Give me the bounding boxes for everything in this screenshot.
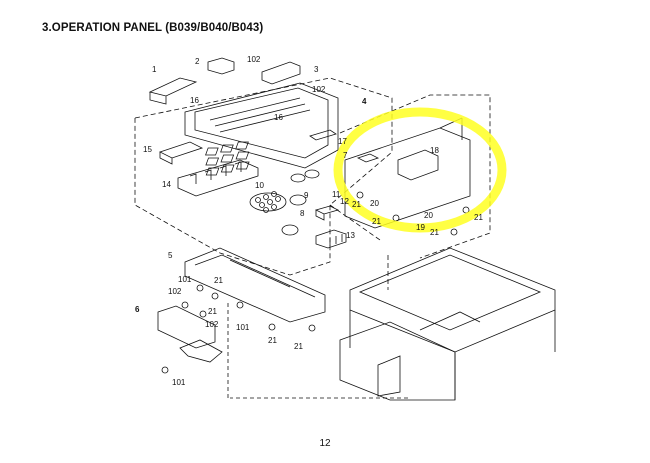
callout-21: 21 [352,200,361,209]
callout-101: 101 [172,378,186,387]
part-10-key-rubber [249,191,287,213]
part-14-keyboard-board [177,159,259,197]
callout-3: 3 [314,65,319,74]
callout-10: 10 [255,181,264,190]
part-17-bracket [309,129,337,141]
callout-21: 21 [372,217,381,226]
part-2-bracket [207,57,235,75]
callout-21: 21 [214,276,223,285]
callout-2: 2 [195,57,200,66]
callout-14: 14 [162,180,171,189]
callout-21: 21 [268,336,277,345]
part-13-led-board [315,229,347,249]
callout-1: 1 [152,65,157,74]
callout-16: 16 [190,96,199,105]
callout-5: 5 [168,251,173,260]
callout-9: 9 [304,191,309,200]
part-5-lower-frame [184,247,326,323]
callout-102: 102 [312,85,326,94]
callout-21: 21 [430,228,439,237]
part-15-switch-board [158,141,204,165]
callout-101: 101 [178,275,192,284]
callout-8: 8 [300,209,305,218]
keypad-grid [205,141,250,176]
part-16-top-panel [184,82,339,169]
callout-21: 21 [474,213,483,222]
highlight-circle [333,107,507,233]
part-1-cover [148,77,198,105]
callout-102: 102 [205,320,219,329]
part-6-bracket [157,305,216,349]
assembly-dashed-outline-right [339,94,491,259]
callout-21: 21 [208,307,217,316]
callout-101: 101 [236,323,250,332]
page-number: 12 [319,438,331,449]
callout-11: 11 [332,190,341,199]
callout-102: 102 [168,287,182,296]
part-9-knob [289,194,307,206]
part-6-hinge [179,339,223,363]
part-11-key [314,205,340,221]
callout-17: 17 [338,137,347,146]
callout-7: 7 [343,151,348,160]
callout-6: 6 [135,305,140,314]
page-title: 3.OPERATION PANEL (B039/B040/B043) [42,22,264,34]
assembly-dashed-outline [134,77,393,276]
callout-4: 4 [362,97,367,106]
callout-102: 102 [247,55,261,64]
callout-12: 12 [340,197,349,206]
callout-15: 15 [143,145,152,154]
copier-body [339,247,556,401]
callout-19: 19 [416,223,425,232]
callout-20: 20 [370,199,379,208]
callout-16: 16 [274,113,283,122]
callout-20: 20 [424,211,433,220]
part-3-cap [261,61,301,85]
callout-21: 21 [294,342,303,351]
callout-13: 13 [346,231,355,240]
callout-18: 18 [430,146,439,155]
